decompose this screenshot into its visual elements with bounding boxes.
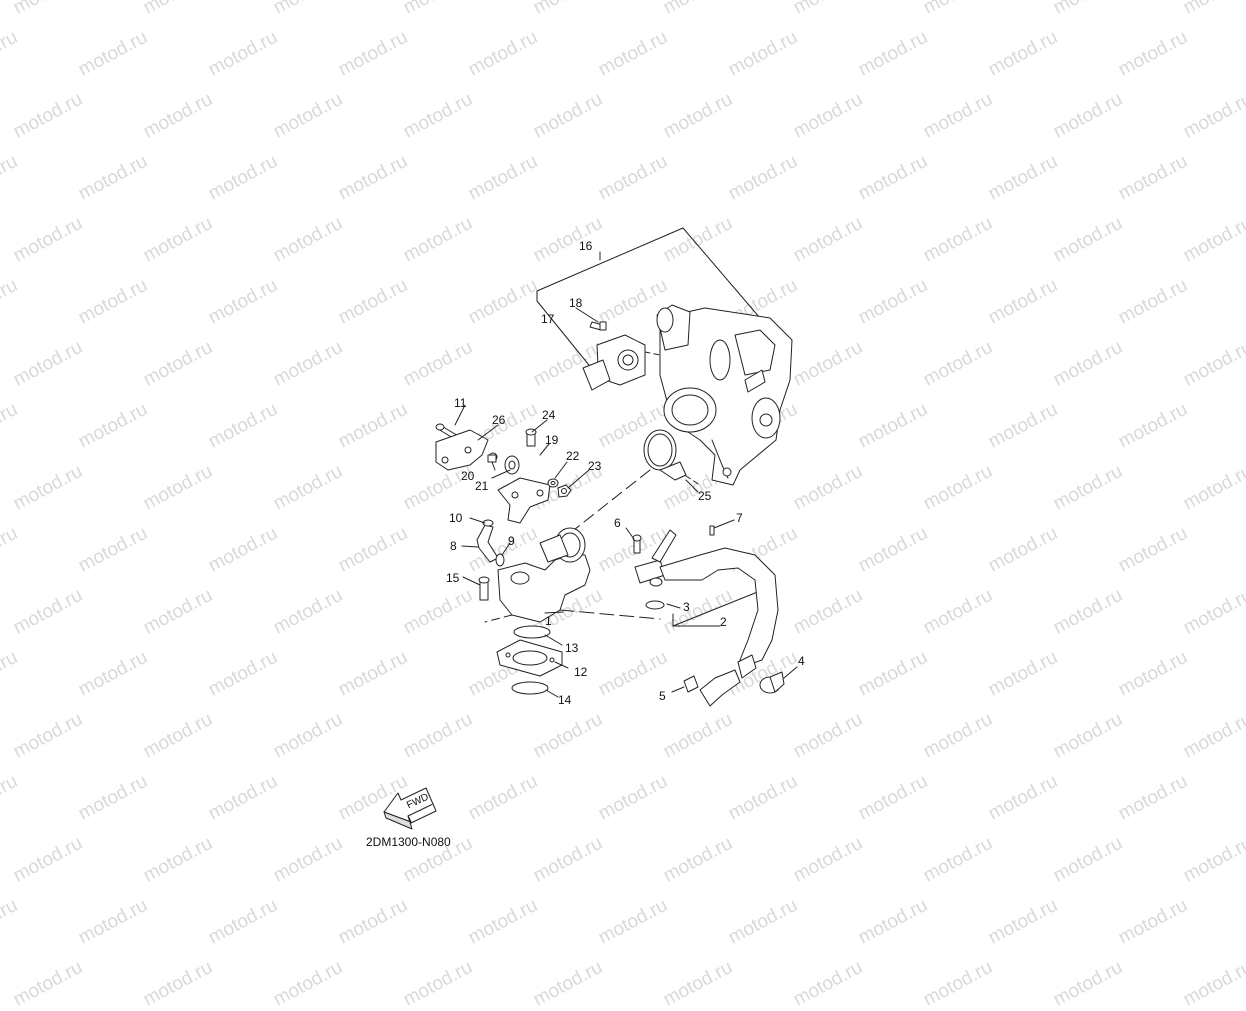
parts-diagram: 16 18 17 11 26 24 19 22 23 20 21 25 10 6… [383, 227, 805, 830]
watermark-text: motod.ru [530, 956, 607, 1011]
callout-8: 8 [450, 539, 457, 553]
callout-2: 2 [720, 615, 727, 629]
callout-16: 16 [579, 239, 593, 253]
throttle-position-sensor [582, 334, 661, 391]
screw-18 [589, 321, 607, 331]
callout-18: 18 [569, 296, 583, 310]
forward-arrow-icon [383, 787, 437, 830]
bracket-plate-19 [497, 477, 551, 524]
callout-21: 21 [475, 479, 489, 493]
callout-3: 3 [683, 600, 690, 614]
leader-lines [454, 307, 798, 698]
fuel-hose-assembly [634, 529, 779, 707]
bushing-21 [504, 455, 520, 475]
callout-10: 10 [449, 511, 463, 525]
assembly-bracket-16 [536, 227, 761, 371]
hose-clamp-4 [759, 671, 785, 694]
bolt-6 [632, 534, 642, 554]
screw-7 [709, 525, 715, 536]
collar-20 [487, 452, 498, 463]
callout-17: 17 [541, 312, 555, 326]
hose-8 [476, 519, 499, 563]
callout-25: 25 [698, 489, 712, 503]
clip-9 [495, 553, 505, 567]
o-ring-14 [511, 681, 549, 695]
callout-1: 1 [545, 614, 552, 628]
washer-22 [547, 478, 559, 488]
callout-26: 26 [492, 413, 506, 427]
callout-24: 24 [542, 408, 556, 422]
callout-4: 4 [798, 654, 805, 668]
callout-6: 6 [614, 516, 621, 530]
bolt-24 [525, 428, 537, 447]
watermark-text: motod.ru [1050, 956, 1127, 1011]
callout-20: 20 [461, 469, 475, 483]
throttle-body [656, 304, 793, 486]
callout-labels: 16 18 17 11 26 24 19 22 23 20 21 25 10 6… [405, 239, 805, 811]
watermark-text: motod.ru [270, 956, 347, 1011]
cable-bracket-26 [435, 429, 489, 471]
watermark-text: motod.ru [1180, 956, 1246, 1011]
callout-22: 22 [566, 449, 580, 463]
watermark-text: motod.ru [400, 956, 477, 1011]
watermark-text: motod.ru [790, 956, 867, 1011]
callout-19: 19 [545, 433, 559, 447]
gasket-12 [496, 639, 563, 677]
callout-9: 9 [508, 534, 515, 548]
watermark-text: motod.ru [660, 956, 737, 1011]
callout-7: 7 [736, 511, 743, 525]
callout-14: 14 [558, 693, 572, 707]
watermark-text: motod.ru [10, 956, 87, 1011]
callout-12: 12 [574, 665, 588, 679]
o-ring-13 [513, 625, 551, 639]
watermark-text: motod.ru [140, 956, 217, 1011]
callout-13: 13 [565, 641, 579, 655]
callout-5: 5 [659, 689, 666, 703]
callout-15: 15 [446, 571, 460, 585]
callout-23: 23 [588, 459, 602, 473]
assembly-bracket-2 [672, 590, 761, 627]
watermark-text: motod.ru [920, 956, 997, 1011]
intake-joint-1 [484, 527, 661, 623]
callout-11: 11 [454, 396, 467, 410]
drawing-code: 2DM1300-N080 [366, 835, 451, 849]
hose-clamp-25 [643, 429, 701, 486]
bolt-15 [478, 576, 490, 601]
cap-5 [683, 675, 699, 693]
